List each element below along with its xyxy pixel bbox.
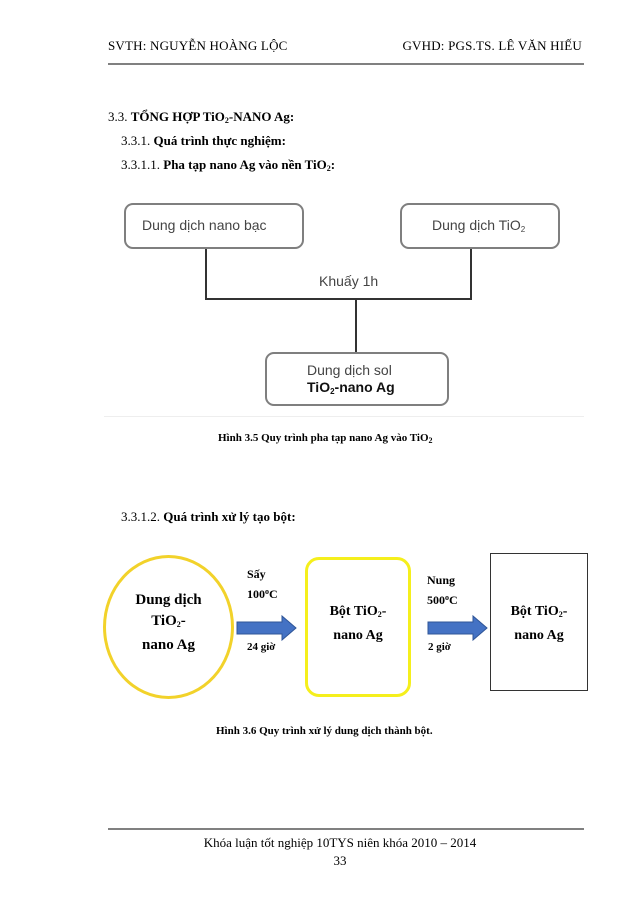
figure-3-5-diagram: Dung dịch nano bạc Dung dịch TiO2 Khuấy … [104, 195, 584, 417]
label-part: -nano Ag [334, 379, 395, 395]
heading-number: 3.3.1. [121, 133, 151, 148]
degree: o [445, 593, 449, 602]
box-powder-dried-label: Bột TiO2- nano Ag [305, 601, 411, 646]
box-powder-dried [305, 557, 411, 697]
label-line1: Bột TiO2- [490, 601, 588, 625]
caption-figure-3-6: Hình 3.6 Quy trình xử lý dung dịch thành… [216, 725, 433, 737]
heading-text-end: : [330, 157, 336, 172]
degree: o [265, 587, 269, 596]
heading-number: 3.3.1.2. [121, 509, 160, 524]
label-line2: nano Ag [514, 628, 564, 643]
header-rule [108, 63, 584, 65]
stir-label: Khuấy 1h [319, 273, 379, 289]
arrow-right-icon [236, 615, 297, 641]
heading-number: 3.3. [108, 109, 128, 124]
box-powder-calcined [490, 553, 588, 691]
figure-bottom-edge [104, 416, 584, 417]
label-line1: Bột TiO2- [305, 601, 411, 625]
subscript: 2 [520, 225, 526, 234]
header-right: GVHD: PGS.TS. LÊ VĂN HIẾU [402, 38, 582, 53]
footer-rule [108, 828, 584, 830]
connector-down [355, 298, 357, 354]
heading-text: Pha tạp nano Ag vào nền TiO [163, 157, 327, 172]
step1-label: Sấy 100oC [247, 566, 278, 603]
footer: Khóa luận tốt nghiệp 10TYS niên khóa 201… [0, 834, 638, 870]
label-part: - [562, 604, 568, 619]
label-part: TiO [307, 379, 331, 395]
subscript: 2 [176, 620, 181, 629]
heading-text: Quá trình xử lý tạo bột: [163, 509, 296, 524]
box-label: Dung dịch nano bạc [142, 217, 267, 233]
box-sol: Dung dịch sol TiO2-nano Ag [265, 352, 449, 406]
connector-left [205, 248, 207, 300]
step-name: Nung [427, 573, 456, 587]
label-line2: TiO2- [103, 611, 234, 635]
heading-3-3: 3.3. TỔNG HỢP TiO2-NANO Ag: [108, 109, 294, 125]
label-line3: nano Ag [142, 637, 195, 653]
box-tio2-solution: Dung dịch TiO2 [400, 203, 560, 249]
step-temp: 100oC [247, 583, 278, 603]
subscript: 2 [330, 387, 335, 396]
box-label: Dung dịch TiO [432, 217, 521, 233]
subscript: 2 [558, 610, 563, 619]
header-left: SVTH: NGUYỄN HOÀNG LỘC [108, 38, 288, 53]
label-line1: Dung dịch [135, 592, 202, 608]
subscript: 2 [377, 610, 382, 619]
box-nano-silver: Dung dịch nano bạc [124, 203, 304, 249]
circle-label: Dung dịch TiO2- nano Ag [103, 590, 234, 656]
connector-horizontal [205, 298, 472, 300]
subscript: 2 [326, 164, 331, 173]
subscript: 2 [224, 116, 229, 125]
step-name: Sấy [247, 567, 266, 581]
temp-unit: C [269, 587, 278, 601]
temp-unit: C [449, 593, 458, 607]
heading-number: 3.3.1.1. [121, 157, 160, 172]
label-part: Bột TiO [510, 604, 559, 619]
label-line2: nano Ag [333, 628, 383, 643]
caption-text: Hình 3.5 Quy trình pha tạp nano Ag vào T… [218, 432, 429, 444]
step1-time: 24 giờ [247, 641, 276, 653]
step2-time: 2 giờ [428, 641, 451, 653]
heading-text-end: -NANO Ag: [228, 109, 295, 124]
circle-solution [103, 555, 234, 699]
label-part: - [381, 604, 387, 619]
heading-text: TỔNG HỢP TiO [130, 109, 225, 124]
caption-figure-3-5: Hình 3.5 Quy trình pha tạp nano Ag vào T… [218, 432, 433, 445]
heading-3-3-1: 3.3.1. Quá trình thực nghiệm: [121, 133, 286, 149]
temp-value: 500 [427, 593, 445, 607]
page-number: 33 [333, 853, 347, 868]
connector-right [470, 248, 472, 300]
arrow-right-icon [427, 615, 488, 641]
label-part: Bột TiO [329, 604, 378, 619]
box-label-line2: TiO2-nano Ag [307, 379, 447, 400]
subscript: 2 [428, 436, 433, 445]
heading-text: Quá trình thực nghiệm: [153, 133, 286, 148]
footer-text: Khóa luận tốt nghiệp 10TYS niên khóa 201… [203, 835, 477, 850]
label-part: - [180, 613, 186, 629]
heading-3-3-1-1: 3.3.1.1. Pha tạp nano Ag vào nền TiO2: [121, 157, 335, 173]
box-label-line1: Dung dịch sol [307, 362, 392, 378]
step2-label: Nung 500oC [427, 572, 458, 609]
heading-3-3-1-2: 3.3.1.2. Quá trình xử lý tạo bột: [121, 509, 296, 525]
label-part: TiO [151, 613, 177, 629]
temp-value: 100 [247, 587, 265, 601]
step-temp: 500oC [427, 589, 458, 609]
box-powder-calcined-label: Bột TiO2- nano Ag [490, 601, 588, 646]
